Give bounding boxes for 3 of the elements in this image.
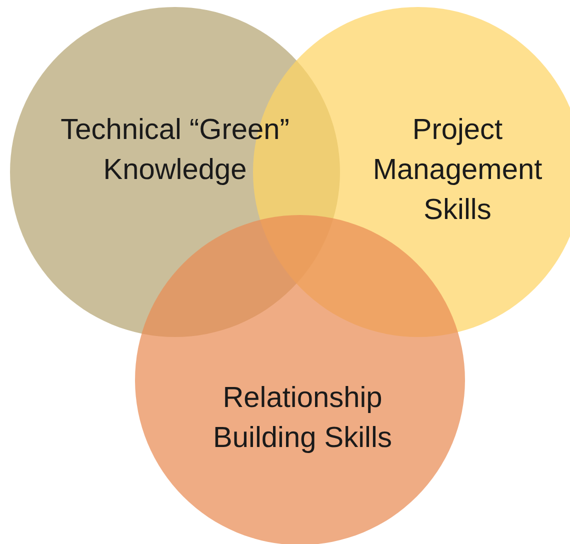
circle-label: Technical “Green” Knowledge bbox=[60, 113, 290, 188]
circle-label: Relationship Building Skills bbox=[212, 381, 393, 456]
circle-label: Project Management Skills bbox=[372, 113, 544, 228]
